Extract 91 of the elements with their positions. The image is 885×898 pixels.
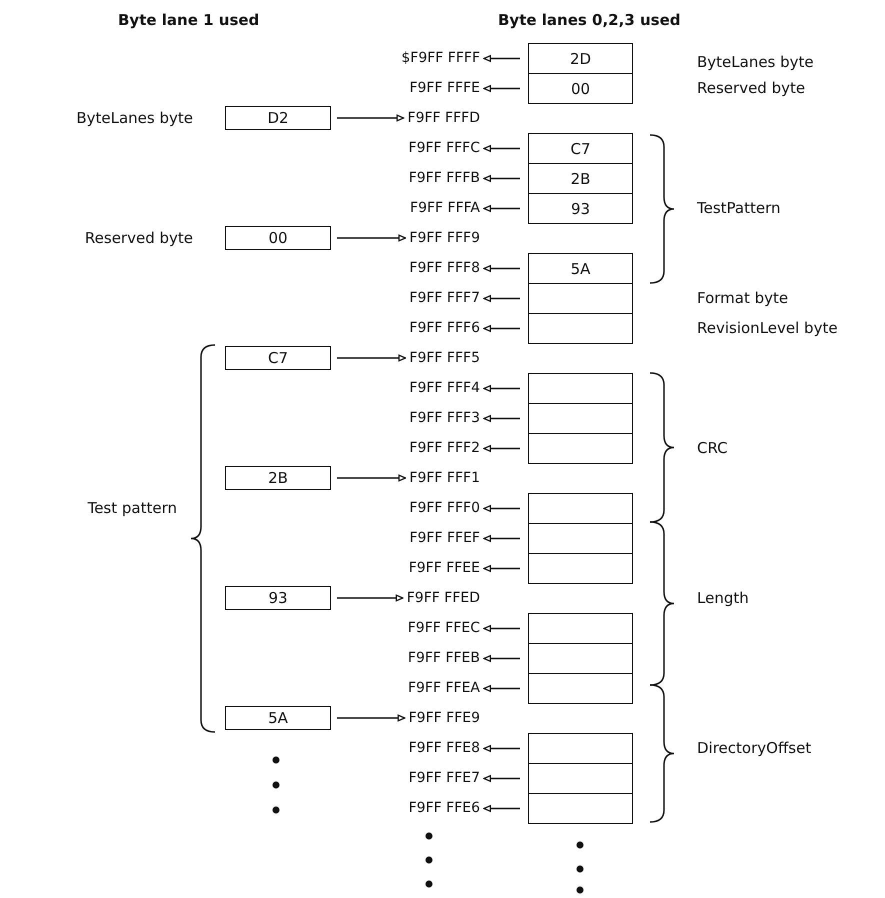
field-label: CRC [697, 438, 728, 458]
address-text: F9FF FFFA [410, 198, 480, 218]
address-text: F9FF FFE9 [408, 708, 480, 728]
address-text: F9FF FFF8 [409, 258, 480, 278]
arrow [483, 385, 520, 392]
arrow [483, 85, 520, 92]
address-text: F9FF FFED [406, 588, 480, 608]
arrow [337, 474, 406, 482]
arrow [483, 745, 520, 752]
empty-byte-cell [528, 493, 633, 524]
arrow [483, 535, 520, 542]
address-text: F9FF FFF3 [409, 408, 480, 428]
arrow [483, 175, 520, 182]
address-text: F9FF FFFD [408, 108, 480, 128]
field-label: ByteLanes byte [697, 52, 814, 72]
address-text: F9FF FFE7 [408, 768, 480, 788]
arrow [337, 714, 406, 722]
column-heading: Byte lanes 0,2,3 used [498, 10, 680, 30]
arrow [483, 445, 520, 452]
address-text: F9FF FFE8 [408, 738, 480, 758]
arrow [483, 565, 520, 572]
address-text: F9FF FFFE [409, 78, 480, 98]
empty-byte-cell [528, 313, 633, 344]
empty-byte-cell [528, 673, 633, 704]
byte-cell: 2B [528, 163, 633, 194]
arrow [483, 145, 520, 152]
byte-cell: 2D [528, 43, 633, 74]
arrow [483, 265, 520, 272]
field-label: TestPattern [697, 198, 781, 218]
empty-byte-cell [528, 763, 633, 794]
field-label: DirectoryOffset [697, 738, 812, 758]
arrow [483, 505, 520, 512]
address-text: F9FF FFEA [408, 678, 480, 698]
empty-byte-cell [528, 613, 633, 644]
address-text: $F9FF FFFF [401, 48, 480, 68]
byte-cell: D2 [225, 106, 331, 130]
empty-byte-cell [528, 793, 633, 824]
arrow [483, 805, 520, 812]
field-label: Test pattern [88, 498, 177, 518]
address-text: F9FF FFEF [409, 528, 480, 548]
arrow [483, 685, 520, 692]
address-text: F9FF FFF4 [409, 378, 480, 398]
arrow [483, 55, 520, 62]
byte-cell: C7 [225, 346, 331, 370]
address-text: F9FF FFEE [408, 558, 480, 578]
field-label: ByteLanes byte [76, 108, 193, 128]
byte-cell: 5A [528, 253, 633, 284]
arrow [483, 205, 520, 212]
field-label: Format byte [697, 288, 788, 308]
field-label: Reserved byte [697, 78, 806, 98]
address-text: F9FF FFE6 [408, 798, 480, 818]
empty-byte-cell [528, 403, 633, 434]
arrow [483, 325, 520, 332]
address-text: F9FF FFEB [408, 648, 480, 668]
address-text: F9FF FFF1 [409, 468, 480, 488]
arrow [483, 625, 520, 632]
byte-cell: 00 [225, 226, 331, 250]
empty-byte-cell [528, 643, 633, 674]
arrow [337, 354, 406, 362]
arrow [483, 295, 520, 302]
arrow [483, 415, 520, 422]
byte-cell: 93 [225, 586, 331, 610]
arrow [337, 234, 406, 242]
address-text: F9FF FFEC [408, 618, 480, 638]
address-text: F9FF FFF2 [409, 438, 480, 458]
arrow [337, 594, 404, 602]
byte-cell: 2B [225, 466, 331, 490]
address-text: F9FF FFF0 [409, 498, 480, 518]
byte-cell: 5A [225, 706, 331, 730]
empty-byte-cell [528, 553, 633, 584]
address-text: F9FF FFF6 [409, 318, 480, 338]
byte-cell: 00 [528, 73, 633, 104]
address-text: F9FF FFF7 [409, 288, 480, 308]
field-label: Length [697, 588, 749, 608]
empty-byte-cell [528, 283, 633, 314]
address-text: F9FF FFF9 [409, 228, 480, 248]
empty-byte-cell [528, 373, 633, 404]
arrow [483, 655, 520, 662]
empty-byte-cell [528, 523, 633, 554]
field-label: Reserved byte [84, 228, 193, 248]
arrow [337, 114, 404, 122]
address-text: F9FF FFFC [408, 138, 480, 158]
byte-cell: C7 [528, 133, 633, 164]
empty-byte-cell [528, 733, 633, 764]
byte-cell: 93 [528, 193, 633, 224]
column-heading: Byte lane 1 used [118, 10, 260, 30]
address-text: F9FF FFFB [408, 168, 480, 188]
arrow [483, 775, 520, 782]
empty-byte-cell [528, 433, 633, 464]
field-label: RevisionLevel byte [697, 318, 838, 338]
address-text: F9FF FFF5 [409, 348, 480, 368]
